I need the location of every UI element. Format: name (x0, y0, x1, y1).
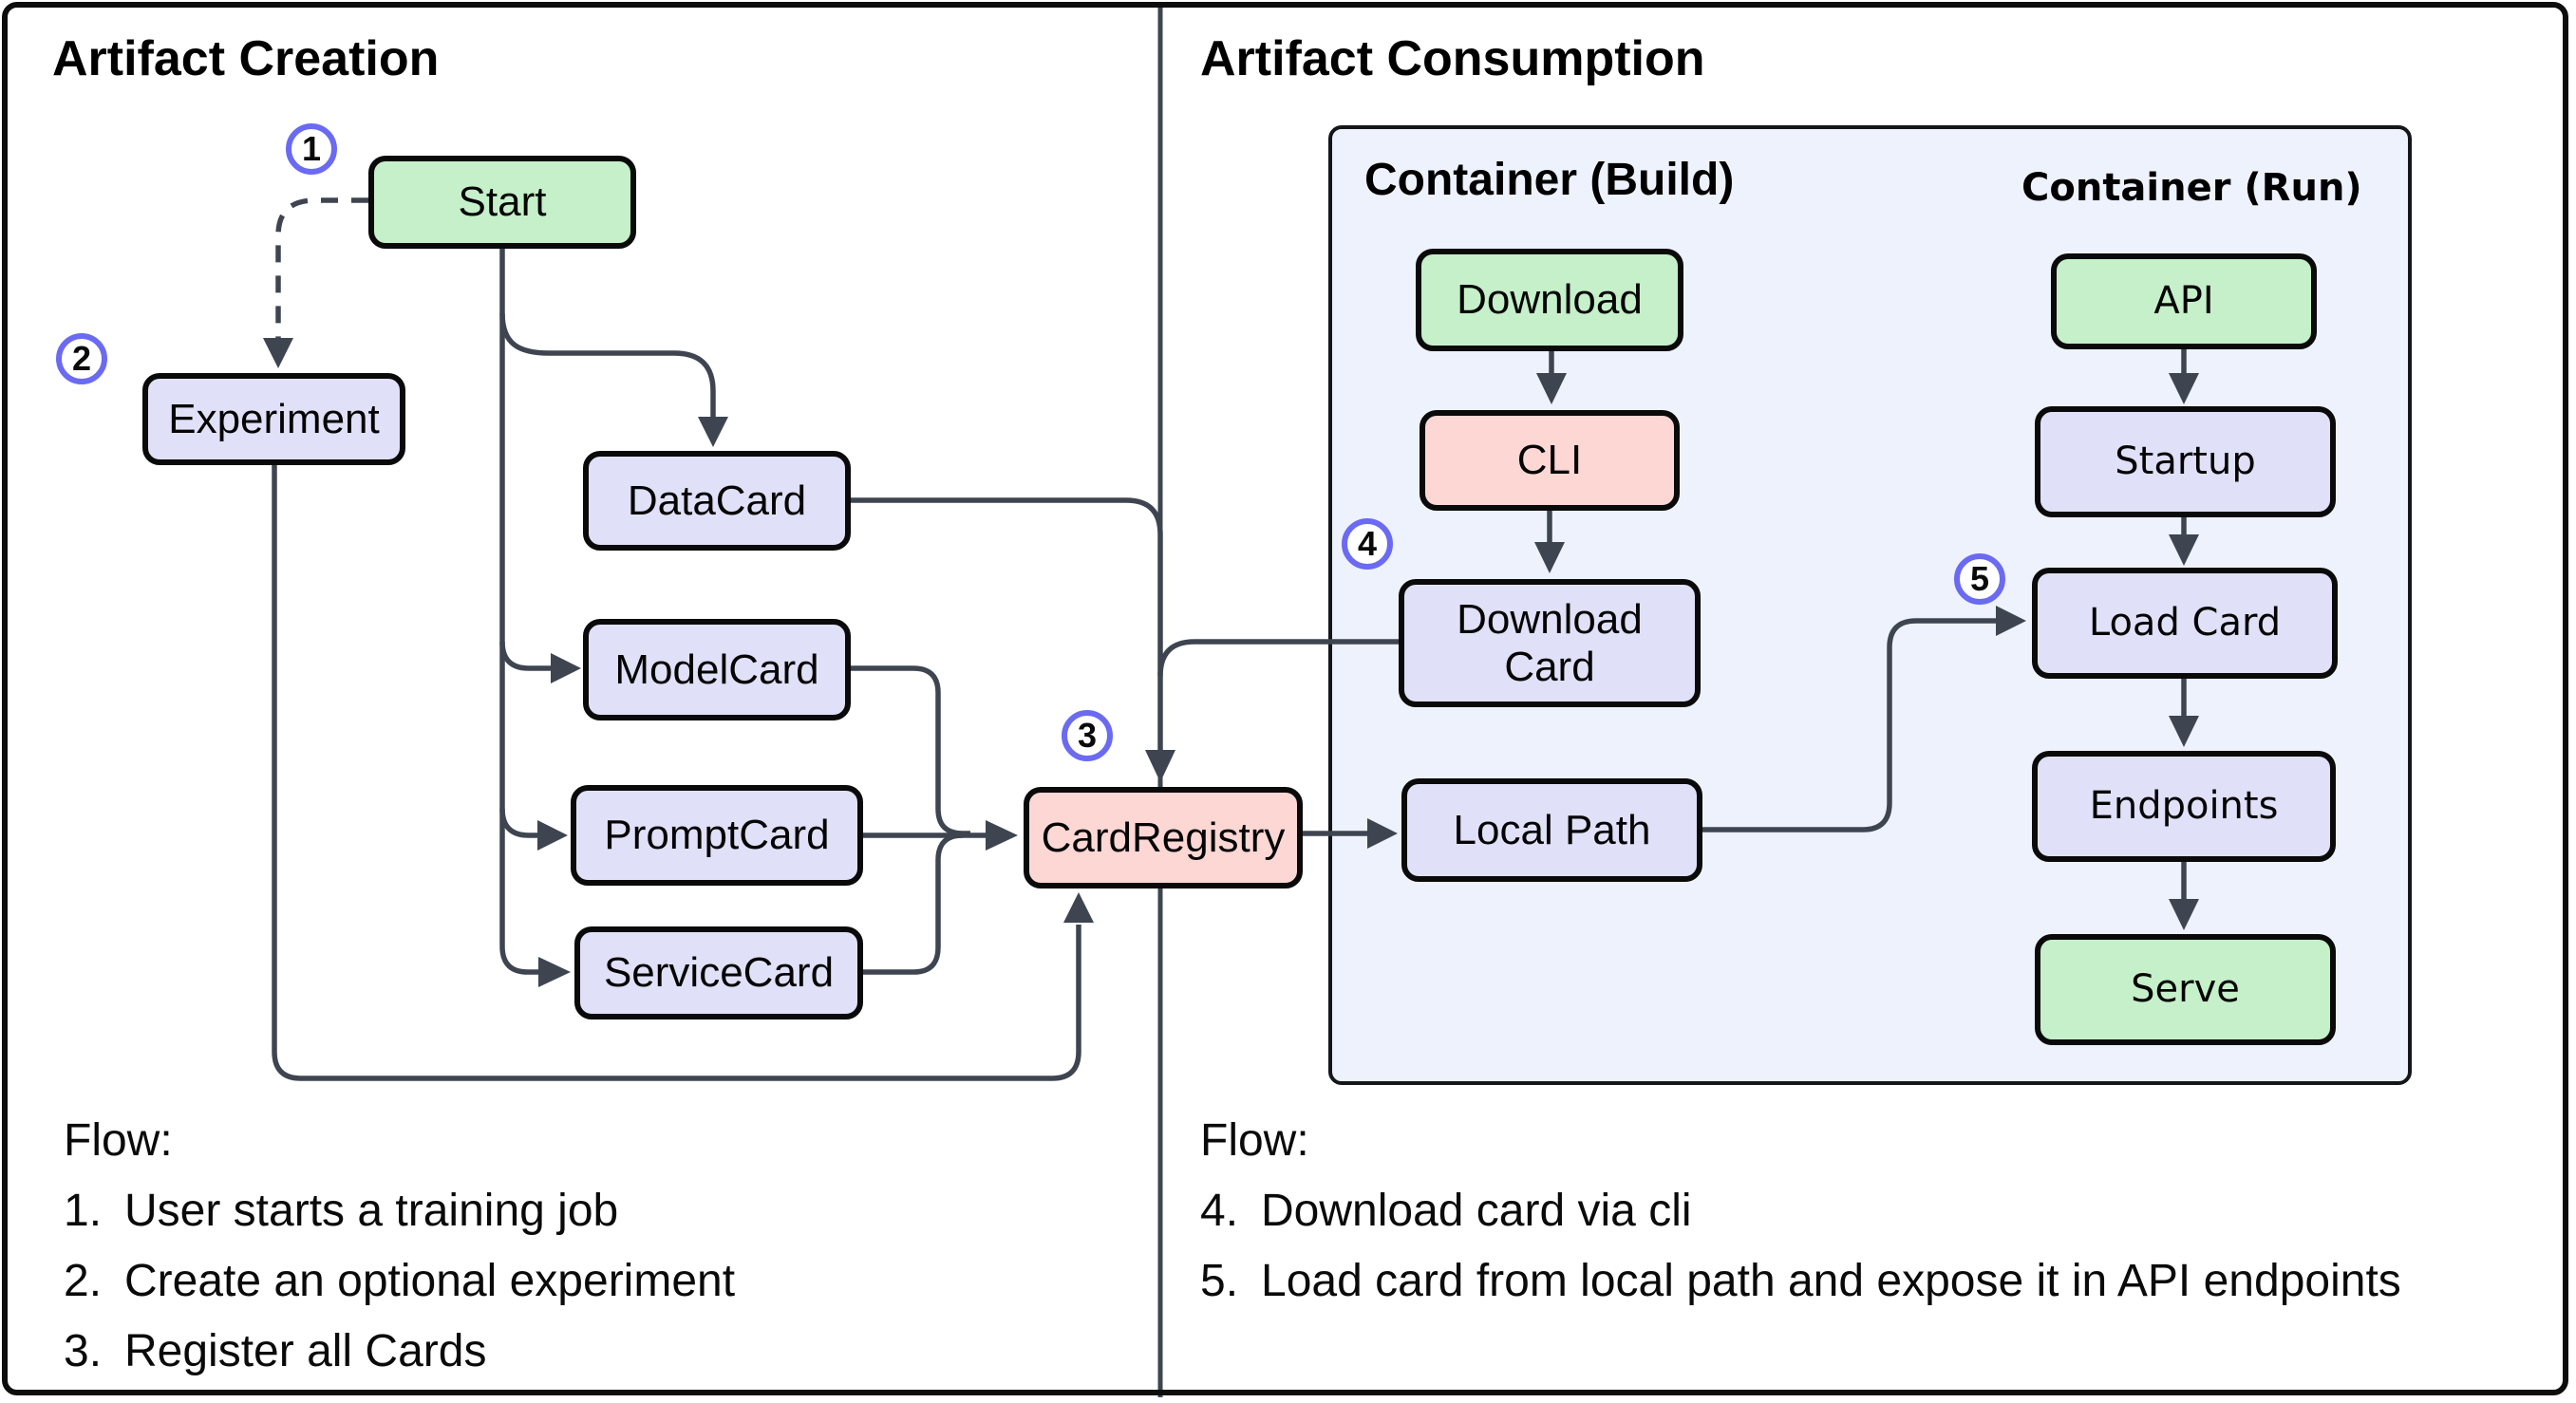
arrowhead-promptcard (537, 820, 568, 851)
arrowhead-loadcard-top (2169, 534, 2199, 566)
container-run-title: Container (Run) (2021, 166, 2362, 210)
flow-left-item-3-text: Register all Cards (124, 1326, 487, 1376)
arrowhead-loadcard-left (1996, 606, 2026, 636)
node-start: Start (368, 156, 636, 249)
node-cardregistry: CardRegistry (1024, 787, 1303, 889)
node-serve-label: Serve (2131, 967, 2240, 1012)
flow-right-item-4: 4. Download card via cli (1200, 1188, 2401, 1234)
arrowhead-servicecard (538, 957, 571, 987)
flow-legend-left: Flow: 1. User starts a training job 2. C… (64, 1118, 735, 1399)
step-badge-2: 2 (56, 333, 107, 384)
arrowhead-experiment (263, 338, 293, 368)
node-promptcard: PromptCard (571, 785, 863, 886)
node-download-card-label: Download Card (1457, 596, 1643, 690)
flow-right-item-5-text: Load card from local path and expose it … (1261, 1256, 2401, 1306)
node-cardregistry-label: CardRegistry (1041, 814, 1286, 861)
flow-right-item-4-text: Download card via cli (1261, 1186, 1692, 1236)
flow-left-item-2: 2. Create an optional experiment (64, 1259, 735, 1304)
node-servicecard: ServiceCard (574, 926, 863, 1020)
node-startup-label: Startup (2115, 440, 2256, 484)
arrowhead-cardregistry-bottom (1063, 892, 1094, 923)
node-endpoints-label: Endpoints (2089, 784, 2279, 829)
node-load-card: Load Card (2032, 568, 2338, 679)
arrowhead-endpoints (2169, 716, 2199, 747)
node-promptcard-label: PromptCard (604, 812, 830, 859)
node-endpoints: Endpoints (2032, 751, 2336, 862)
node-startup: Startup (2035, 406, 2336, 517)
flow-left-item-1-num: 1. (64, 1186, 103, 1236)
arrowhead-modelcard (551, 653, 581, 683)
node-servicecard-label: ServiceCard (603, 949, 835, 997)
edge-start-modelcard (499, 641, 551, 671)
arrowhead-downloadcard (1534, 542, 1565, 573)
container-build-title: Container (Build) (1364, 155, 1735, 205)
node-serve: Serve (2035, 934, 2336, 1045)
arrowhead-cardregistry-left (986, 820, 1018, 851)
node-download-label: Download (1457, 276, 1643, 324)
flow-right-item-4-num: 4. (1200, 1186, 1239, 1236)
arrowhead-cli (1536, 373, 1567, 404)
flow-left-item-2-text: Create an optional experiment (124, 1256, 736, 1306)
node-modelcard-label: ModelCard (614, 645, 819, 693)
edge-start-datacard (499, 312, 716, 418)
node-cli: CLI (1420, 410, 1680, 511)
flow-left-heading: Flow: (64, 1115, 173, 1166)
node-modelcard: ModelCard (583, 619, 851, 720)
step-badge-5: 5 (1954, 553, 2005, 605)
flow-legend-right: Flow: 4. Download card via cli 5. Load c… (1200, 1118, 2401, 1329)
edge-experiment-cardregistry (272, 465, 1081, 1081)
flow-right-item-5: 5. Load card from local path and expose … (1200, 1259, 2401, 1304)
arrowhead-datacard (698, 417, 728, 447)
step-badge-4: 4 (1342, 518, 1393, 570)
node-cli-label: CLI (1516, 437, 1583, 484)
edge-datacard-cardregistry (851, 497, 1163, 752)
node-download: Download (1416, 249, 1683, 351)
node-start-label: Start (458, 178, 547, 226)
arrowhead-serve (2169, 899, 2199, 930)
node-local-path-label: Local Path (1453, 806, 1651, 853)
arrowhead-cardregistry-top (1145, 750, 1175, 782)
flow-left-item-1-text: User starts a training job (124, 1186, 619, 1236)
flow-left-item-2-num: 2. (64, 1256, 103, 1306)
flow-left-item-3-num: 3. (64, 1326, 103, 1376)
node-local-path: Local Path (1401, 778, 1702, 882)
flow-right-item-5-num: 5. (1200, 1256, 1239, 1306)
node-experiment: Experiment (142, 373, 405, 465)
edge-localpath-loadcard (1702, 618, 1996, 832)
edge-downloadcard-cardregistry (1157, 639, 1399, 677)
step-badge-3: 3 (1062, 710, 1113, 761)
node-datacard: DataCard (583, 451, 851, 551)
edge-start-promptcard (499, 808, 537, 838)
node-download-card: Download Card (1399, 579, 1701, 707)
node-load-card-label: Load Card (2088, 601, 2282, 645)
right-panel-title: Artifact Consumption (1200, 31, 1705, 86)
flow-right-heading: Flow: (1200, 1115, 1309, 1166)
node-api: API (2051, 253, 2317, 349)
edge-servicecard-cardregistry (863, 832, 964, 975)
arrowhead-localpath (1367, 818, 1398, 849)
edge-start-servicecard (499, 249, 538, 975)
flow-left-item-3: 3. Register all Cards (64, 1329, 735, 1375)
left-panel-title: Artifact Creation (52, 31, 440, 86)
edge-modelcard-cardregistry (851, 665, 970, 836)
node-datacard-label: DataCard (627, 477, 807, 524)
arrowhead-startup (2169, 373, 2199, 404)
node-api-label: API (2153, 279, 2214, 324)
node-experiment-label: Experiment (168, 395, 380, 442)
step-badge-1: 1 (286, 123, 337, 175)
flow-left-item-1: 1. User starts a training job (64, 1188, 735, 1234)
edge-start-experiment (275, 197, 368, 340)
